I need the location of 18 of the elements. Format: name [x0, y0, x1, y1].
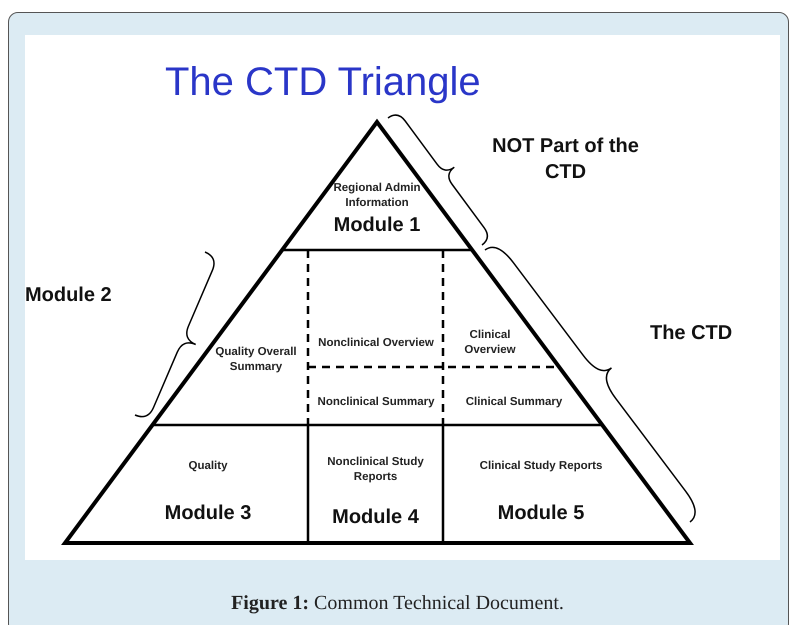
brace-label: NOT Part of the CTD	[491, 134, 640, 185]
section-label: Clinical Overview	[463, 328, 517, 358]
brace-label: The CTD	[650, 321, 734, 346]
section-label: Nonclinical Study Reports	[326, 455, 425, 486]
figure-caption: Figure 1: Common Technical Document.	[231, 592, 564, 614]
section-label: Clinical Summary	[466, 394, 562, 410]
section-label: Clinical Study Reports	[480, 459, 602, 474]
module-label: Module 4	[332, 506, 419, 529]
module-label: Module 5	[498, 502, 584, 525]
brace-label: Module 2	[25, 283, 113, 308]
module-label: Module 3	[164, 502, 252, 525]
title: The CTD Triangle	[165, 60, 481, 105]
section-label: Quality Overall Summary	[214, 345, 298, 375]
section-label: Nonclinical Summary	[318, 394, 434, 410]
section-label: Quality	[188, 459, 228, 474]
module-label: Module 1	[334, 214, 420, 238]
section-label: Regional Admin Information	[332, 180, 422, 210]
section-label: Nonclinical Overview	[318, 336, 434, 350]
